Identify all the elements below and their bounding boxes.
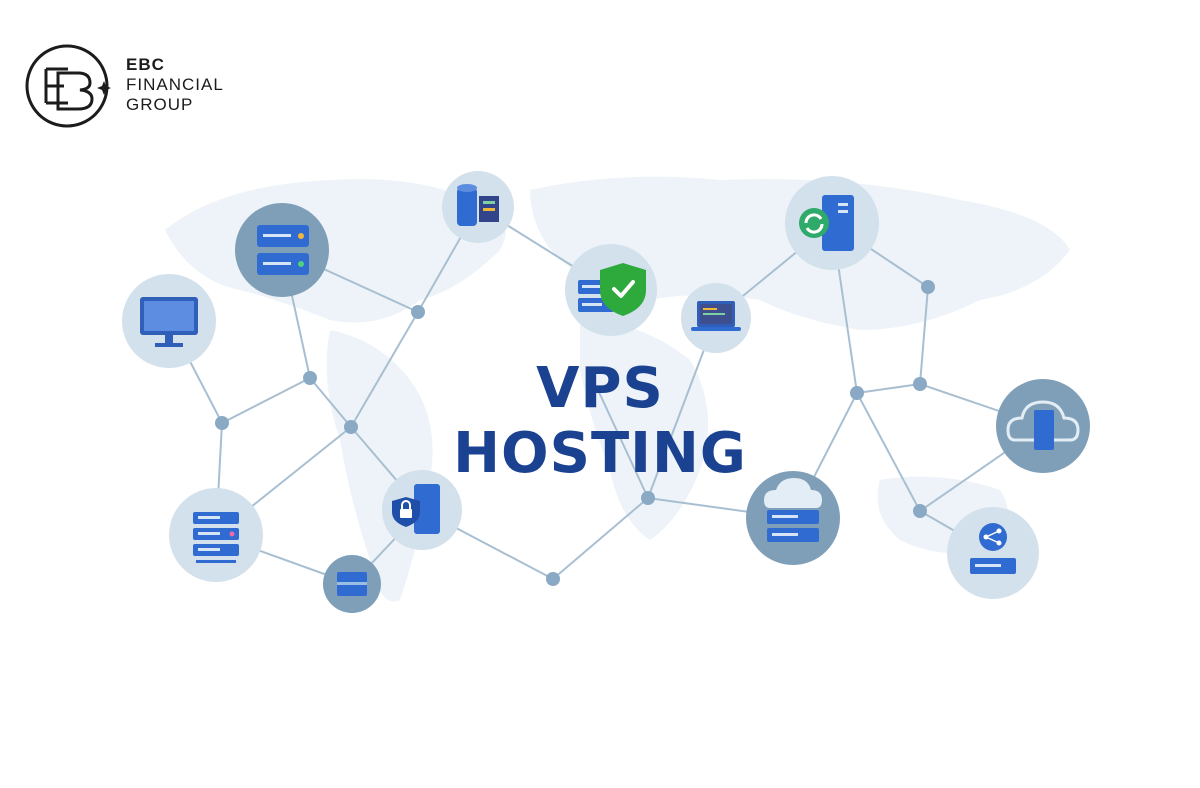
storage-icon [337, 572, 367, 596]
server-stack-icon [193, 512, 239, 563]
network-junctions [215, 280, 935, 586]
share-server-icon [970, 523, 1016, 574]
share-node [947, 507, 1039, 599]
brand-logo: EBC FINANCIAL GROUP [24, 43, 254, 133]
storage-node [323, 555, 381, 613]
headline: VPS HOSTING [453, 356, 747, 486]
database-server-icon [457, 184, 499, 226]
cloud-server-icon [764, 478, 822, 542]
laptop-node [681, 283, 751, 353]
ebc-monogram-icon [25, 44, 111, 128]
security-server-node [382, 470, 462, 550]
cloud-icon [1006, 400, 1080, 450]
brand-line-3: GROUP [126, 95, 194, 114]
database-node [442, 171, 514, 243]
cloud-server-node [746, 471, 840, 565]
monitor-icon [140, 297, 198, 347]
refresh-server-node [785, 176, 879, 270]
security-server-icon [392, 484, 440, 534]
server-rack-icon [257, 225, 309, 275]
brand-line-2: FINANCIAL [126, 75, 224, 94]
monitor-node [122, 274, 216, 368]
laptop-icon [691, 301, 741, 331]
shield-node [565, 244, 657, 336]
brand-line-1: EBC [126, 55, 165, 74]
server-stack-node [169, 488, 263, 582]
refresh-server-icon [799, 195, 854, 251]
cloud-node [996, 379, 1090, 473]
brand-name: EBC FINANCIAL GROUP [126, 55, 224, 115]
shield-check-icon [600, 263, 646, 316]
server-rack-node [235, 203, 329, 297]
